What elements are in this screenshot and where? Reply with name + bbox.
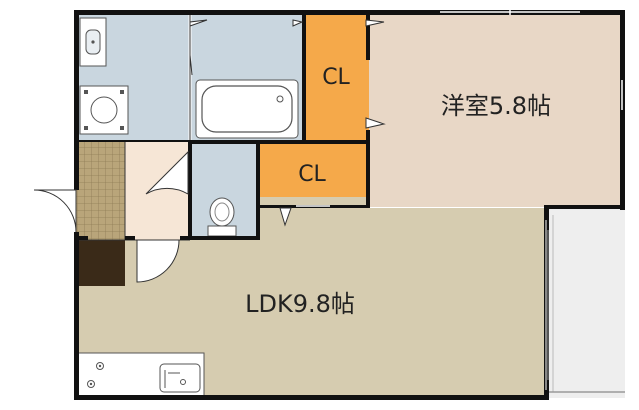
bathtub-icon: [195, 79, 299, 139]
storage-box: [76, 240, 125, 286]
closet-mid: [258, 142, 369, 197]
closet-top-label: CL: [322, 65, 350, 90]
western-room-floor: [369, 12, 624, 207]
shoe-area-tile: [76, 142, 125, 240]
sink-icon: [79, 17, 107, 67]
washing-machine-icon: [79, 85, 129, 135]
stove-icon: [87, 362, 104, 388]
closet-mid-label: CL: [298, 162, 326, 187]
balcony: [546, 208, 625, 398]
western-room-label: 洋室5.8帖: [441, 92, 551, 120]
entrance-hall-floor: [125, 142, 190, 240]
ldk-label: LDK9.8帖: [245, 290, 355, 318]
toilet-icon: [207, 197, 237, 237]
closet-top: [304, 12, 369, 142]
kitchen-sink-icon: [159, 363, 201, 393]
door-swing-icon: [33, 19, 386, 283]
